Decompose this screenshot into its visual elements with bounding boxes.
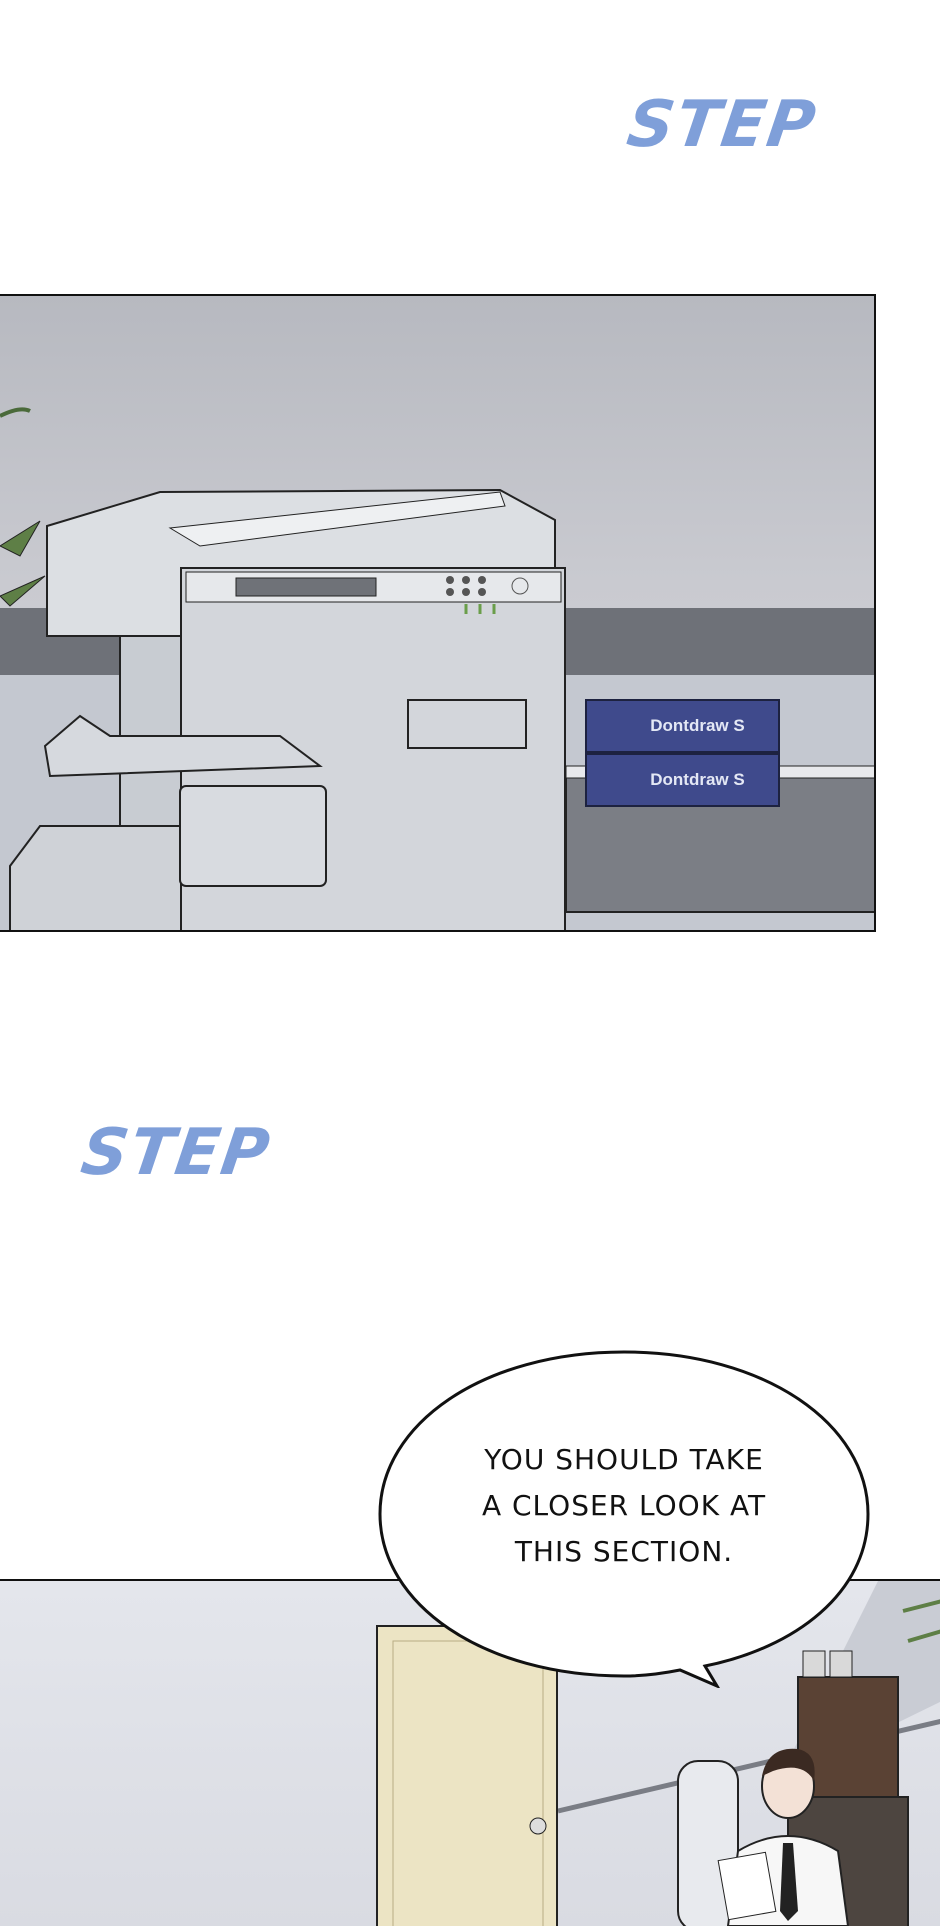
speech-bubble-text: YOU SHOULD TAKE A CLOSER LOOK AT THIS SE… — [379, 1437, 869, 1575]
speech-line: YOU SHOULD TAKE — [484, 1443, 764, 1476]
speech-line: A CLOSER LOOK AT — [481, 1489, 767, 1522]
speech-line: THIS SECTION. — [514, 1535, 734, 1568]
paper-box-label: Dontdraw S — [650, 770, 745, 789]
sfx-step-1: STEP — [622, 88, 822, 162]
paper-box-label: Dontdraw S — [650, 716, 745, 735]
speech-bubble — [378, 1350, 870, 1688]
panel-copier: Dontdraw S Dontdraw S — [0, 294, 876, 932]
paper-box-bottom: Dontdraw S — [585, 753, 780, 807]
sfx-step-2: STEP — [76, 1116, 276, 1190]
office-illustration — [376, 1581, 940, 1926]
copier-illustration — [0, 407, 874, 930]
paper-box-top: Dontdraw S — [585, 699, 780, 753]
